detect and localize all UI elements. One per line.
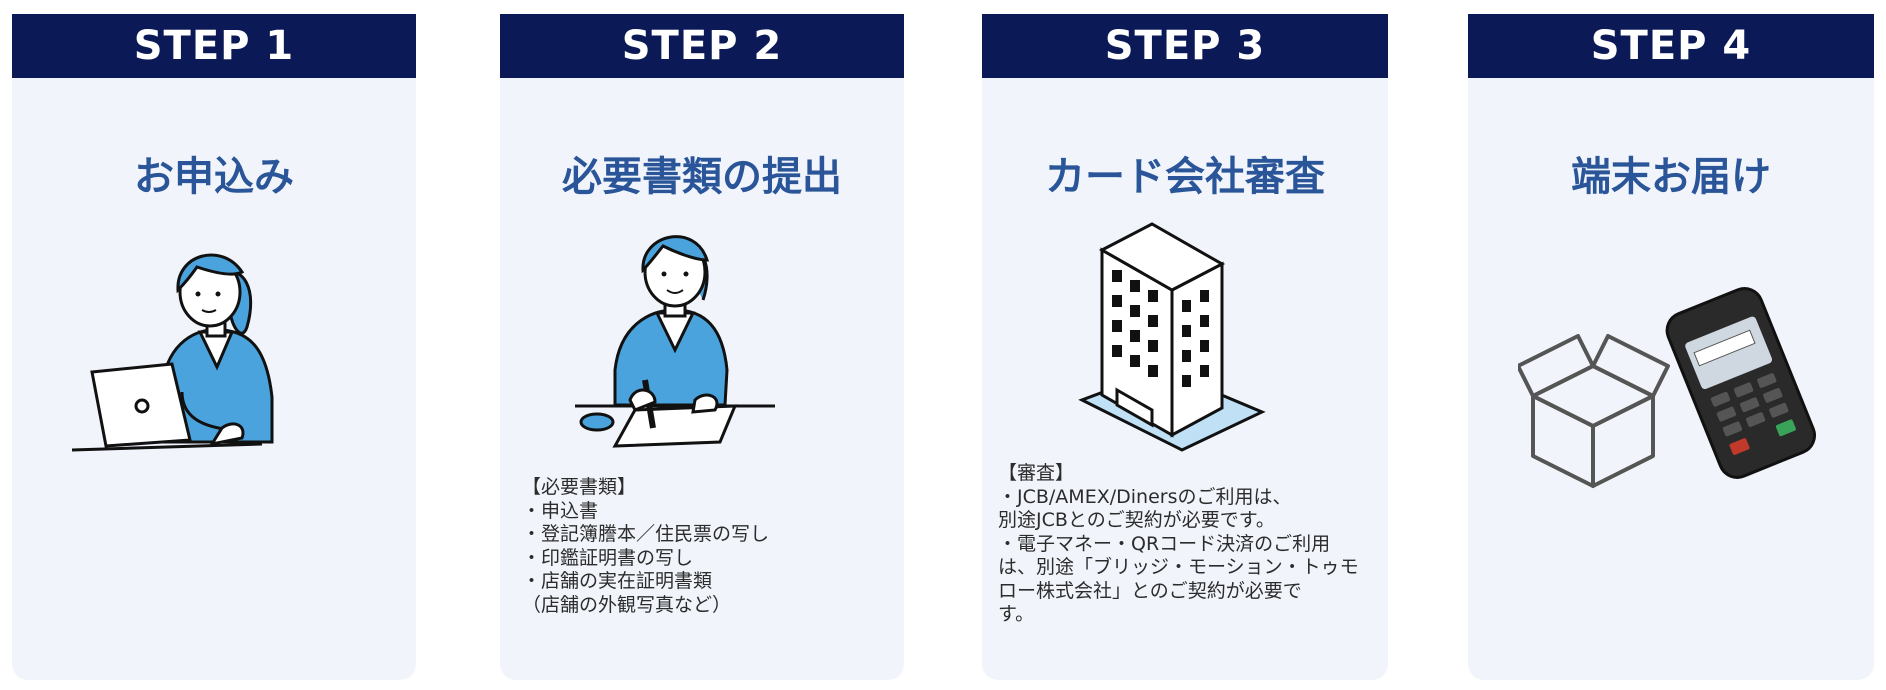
step-title: お申込み	[134, 154, 294, 200]
step-title: カード会社審査	[1045, 154, 1325, 200]
step-card-4: STEP 4 端末お届け	[1468, 14, 1874, 680]
woman-laptop-icon	[72, 253, 274, 452]
office-building-icon	[1078, 222, 1266, 452]
step-card-1: STEP 1 お申込み	[12, 14, 416, 680]
step-title: 端末お届け	[1571, 154, 1771, 200]
step-title: 必要書類の提出	[562, 154, 842, 200]
step-label: STEP 3	[982, 14, 1388, 78]
required-documents-note: 【必要書類】・申込書 ・登記簿謄本／住民票の写し ・印鑑証明書の写し ・店舗の実…	[522, 476, 882, 617]
note-body: ・申込書 ・登記簿謄本／住民票の写し ・印鑑証明書の写し ・店舗の実在証明書類 …	[522, 499, 770, 616]
box-and-payment-terminal-icon	[1518, 287, 1817, 488]
woman-signing-document-icon	[575, 235, 775, 448]
note-title: 【必要書類】	[522, 476, 637, 498]
step-label: STEP 4	[1468, 14, 1874, 78]
note-body: ・JCB/AMEX/Dinersのご利用は、 別途JCBとのご契約が必要です。 …	[998, 485, 1359, 626]
screening-note: 【審査】・JCB/AMEX/Dinersのご利用は、 別途JCBとのご契約が必要…	[998, 462, 1378, 627]
note-title: 【審査】	[998, 462, 1075, 484]
step-label: STEP 1	[12, 14, 416, 78]
step-label: STEP 2	[500, 14, 904, 78]
step-card-3: STEP 3 カード会社審査 【審査】	[982, 14, 1388, 680]
step-card-2: STEP 2 必要書類の提出 【必要書類】・申込書 ・登記簿謄本／住民票の写し …	[500, 14, 904, 680]
